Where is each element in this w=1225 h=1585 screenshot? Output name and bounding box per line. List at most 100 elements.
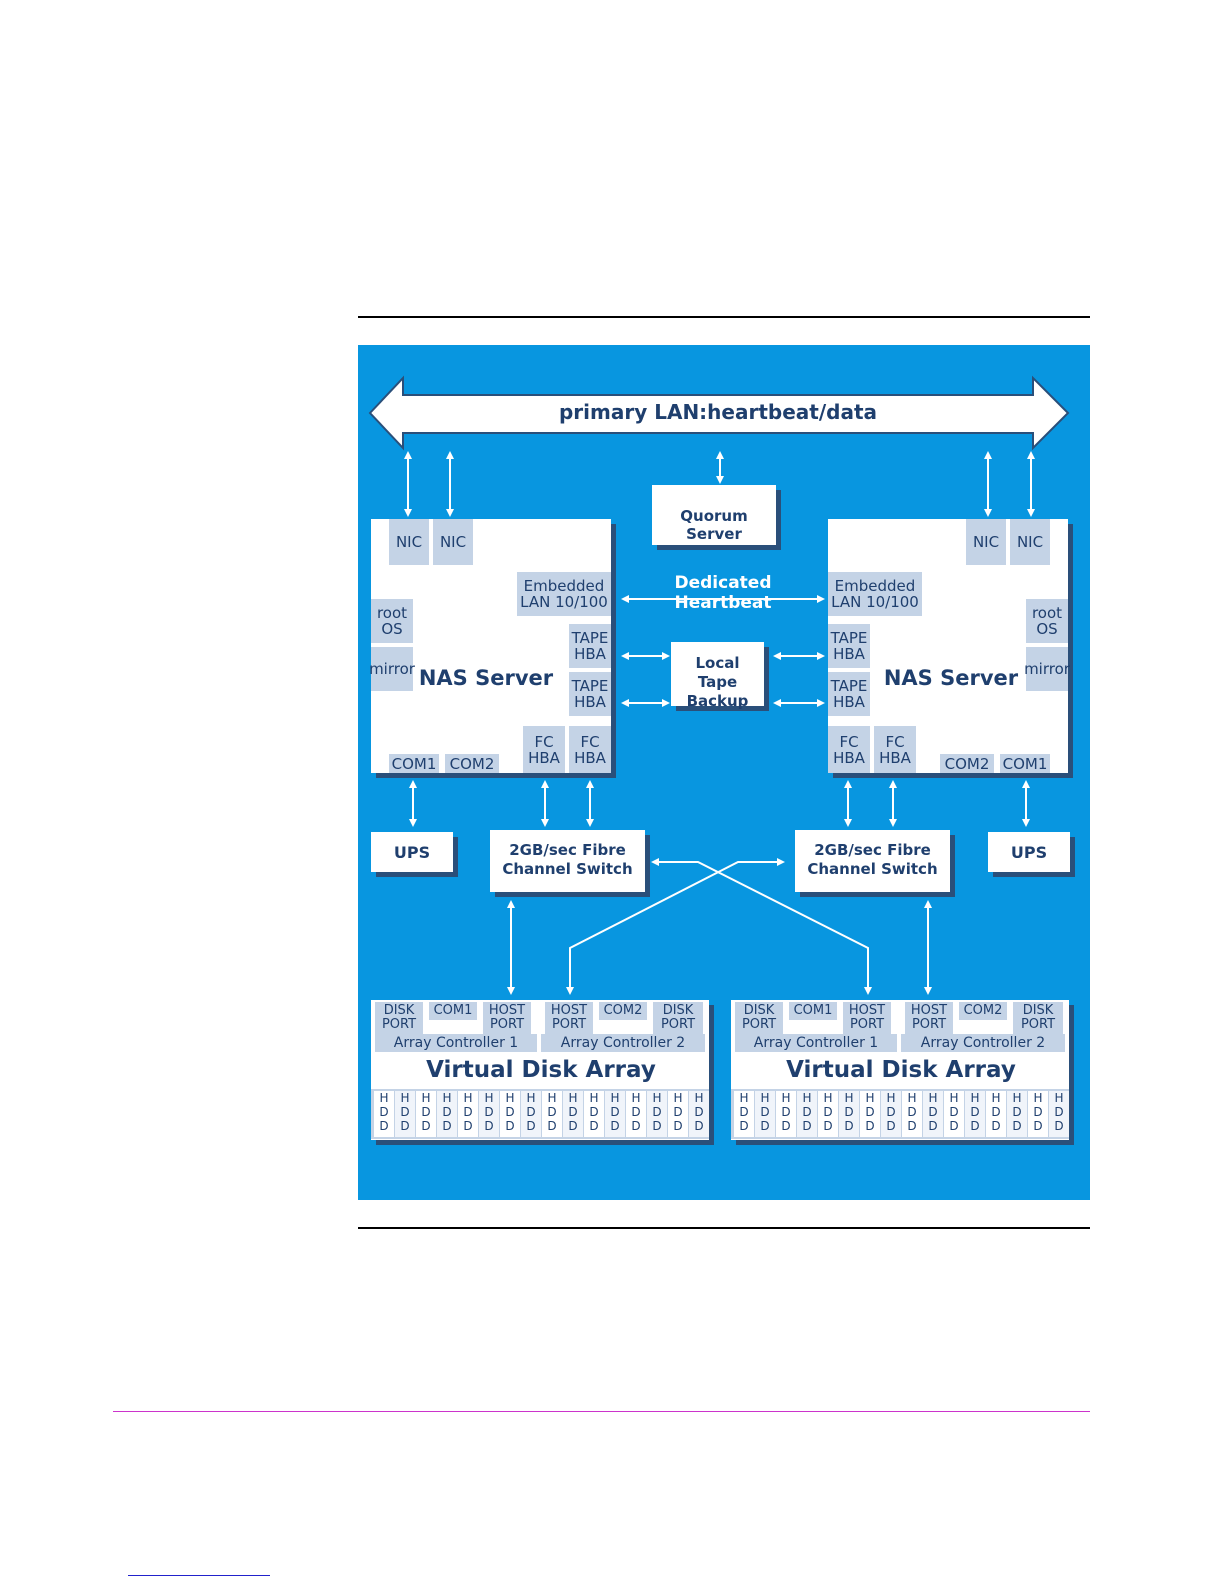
hdd-letter: D	[589, 1119, 599, 1133]
com2-array-left: COM2	[599, 1002, 647, 1020]
hdd-letter: D	[400, 1119, 410, 1133]
hdd-letter: H	[505, 1091, 515, 1105]
footer-rule	[113, 1411, 1090, 1412]
bottom-rule	[358, 1227, 1090, 1229]
hdd-letter: D	[1054, 1105, 1064, 1119]
footnote-rule	[128, 1575, 270, 1576]
nas-cluster-diagram: primary LAN:heartbeat/data Quorum Server…	[358, 345, 1090, 1200]
hdd-letter: H	[673, 1091, 683, 1105]
hdd-letter: D	[802, 1105, 812, 1119]
hdd-letter: D	[652, 1105, 662, 1119]
hdd-letter: D	[547, 1105, 557, 1119]
hdd-letter: H	[379, 1091, 389, 1105]
hdd-letter: D	[484, 1119, 494, 1133]
tape-hba-right-2: TAPE HBA	[828, 672, 870, 716]
tape-label: Local Tape Backup	[686, 654, 749, 710]
hdd-letter: D	[631, 1105, 641, 1119]
hdd-letter: D	[970, 1119, 980, 1133]
nas-server-left-title: NAS Server	[418, 666, 554, 690]
hdd-letter: D	[991, 1119, 1001, 1133]
hdd-letter: D	[652, 1119, 662, 1133]
fibre-switch-left-label: 2GB/sec Fibre Channel Switch	[502, 841, 633, 878]
hdd-letter: H	[463, 1091, 473, 1105]
hdd-letter: D	[379, 1105, 389, 1119]
hdd-letter: D	[610, 1105, 620, 1119]
nic-right-2: NIC	[1010, 519, 1050, 565]
heartbeat-label: Dedicated Heartbeat	[674, 573, 772, 613]
nic-left-1: NIC	[389, 519, 429, 565]
hdd-letter: H	[886, 1091, 896, 1105]
ups-left-label: UPS	[393, 843, 431, 862]
fc-hba-left-1: FC HBA	[523, 726, 565, 773]
com2-array-right: COM2	[959, 1002, 1007, 1020]
com1-left: COM1	[389, 754, 439, 773]
controller2-right: Array Controller 2	[901, 1034, 1065, 1052]
tape-hba-right-1: TAPE HBA	[828, 624, 870, 668]
hdd-letter: D	[1012, 1105, 1022, 1119]
host-port-left-2: HOST PORT	[545, 1002, 593, 1034]
hdd-letter: D	[991, 1105, 1001, 1119]
hdd-letter: D	[865, 1119, 875, 1133]
nic-left-2: NIC	[433, 519, 473, 565]
hdd-letter: H	[610, 1091, 620, 1105]
fc-hba-left-2: FC HBA	[569, 726, 611, 773]
hdd-letter: H	[970, 1091, 980, 1105]
virtual-disk-array-left: DISK PORT COM1 HOST PORT Array Controlle…	[371, 1000, 709, 1140]
hdd-letter: H	[694, 1091, 704, 1105]
hdd-letter: D	[760, 1105, 770, 1119]
hdd-letter: D	[526, 1105, 536, 1119]
hdd-letter: D	[823, 1105, 833, 1119]
hdd-letter: D	[886, 1105, 896, 1119]
disk-port-right-1: DISK PORT	[735, 1002, 783, 1034]
hdd-letter: D	[526, 1119, 536, 1133]
hdd-letter: D	[547, 1119, 557, 1133]
fibre-switch-right: 2GB/sec Fibre Channel Switch	[795, 830, 950, 892]
hdd-letter: H	[547, 1091, 557, 1105]
tape-hba-left-1: TAPE HBA	[569, 624, 611, 668]
ups-right-label: UPS	[1010, 843, 1048, 862]
controller1-left: Array Controller 1	[375, 1034, 537, 1052]
hdd-letter: D	[400, 1105, 410, 1119]
fibre-switch-right-label: 2GB/sec Fibre Channel Switch	[807, 841, 938, 878]
root-os-left: root OS	[371, 599, 413, 643]
hdd-letter: D	[949, 1105, 959, 1119]
disk-port-left-1: DISK PORT	[375, 1002, 423, 1034]
hdd-letter: H	[949, 1091, 959, 1105]
host-port-right-2: HOST PORT	[905, 1002, 953, 1034]
hdd-letter: D	[631, 1119, 641, 1133]
hdd-letter: D	[568, 1105, 578, 1119]
hdd-letter: H	[568, 1091, 578, 1105]
lan-band	[368, 375, 1070, 451]
hdd-letter: D	[949, 1119, 959, 1133]
fc-hba-right-1: FC HBA	[828, 726, 870, 773]
controller2-left: Array Controller 2	[541, 1034, 705, 1052]
hdd-letter: H	[589, 1091, 599, 1105]
hdd-letter: H	[823, 1091, 833, 1105]
com1-array-left: COM1	[429, 1002, 477, 1020]
fibre-switch-left: 2GB/sec Fibre Channel Switch	[490, 830, 645, 892]
quorum-label: Quorum Server	[680, 507, 748, 543]
hdd-letter: D	[505, 1105, 515, 1119]
hdd-letter: H	[991, 1091, 1001, 1105]
hdd-letter: D	[907, 1119, 917, 1133]
mirror-right: mirror	[1024, 647, 1070, 691]
tape-hba-left-2: TAPE HBA	[569, 672, 611, 716]
hdd-letter: D	[673, 1119, 683, 1133]
lan-label: primary LAN:heartbeat/data	[558, 400, 878, 424]
